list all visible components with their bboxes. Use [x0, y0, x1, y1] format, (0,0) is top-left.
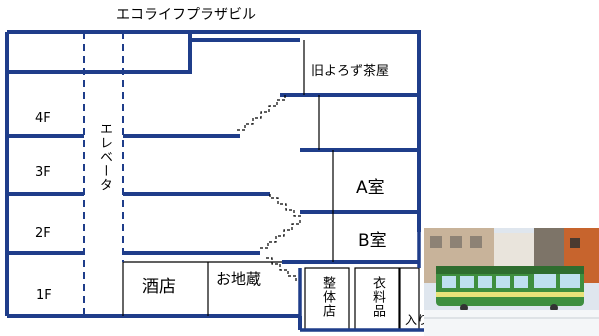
elevator-label: エレベータ [97, 122, 112, 192]
room-a: A室 [356, 178, 385, 198]
tram-photo [424, 228, 599, 336]
elevator-shaft [83, 32, 124, 316]
roofline [188, 38, 300, 72]
room-b: B室 [358, 231, 387, 251]
floor-label-2f: 2F [35, 226, 51, 241]
floor-label-4f: 4F [35, 111, 51, 126]
stairs-2f [260, 218, 301, 249]
room-seitai: 整体店 [320, 276, 335, 318]
stairs-3f-top [269, 194, 302, 217]
stairs [237, 95, 302, 282]
building-walls [5, 30, 421, 330]
interior-walls [122, 40, 420, 331]
building-title: エコライフプラザビル [116, 7, 256, 23]
room-jizo: お地蔵 [216, 270, 262, 288]
room-clothing: 衣料品 [370, 276, 385, 318]
room-old-shop: 旧よろず茶屋 [311, 64, 390, 79]
room-liquor: 酒店 [142, 277, 176, 297]
floor-label-3f: 3F [35, 165, 51, 180]
top-left-wall [5, 30, 192, 74]
stairs-1f [266, 257, 297, 282]
right-outer-wall [190, 30, 421, 232]
stairs-4f [237, 95, 286, 131]
floor-label-1f: 1F [36, 288, 52, 303]
